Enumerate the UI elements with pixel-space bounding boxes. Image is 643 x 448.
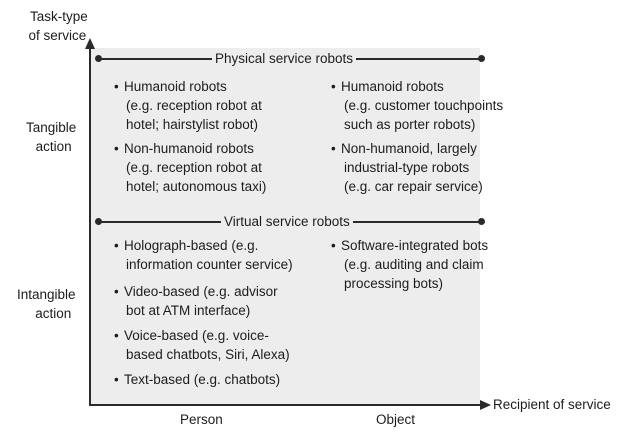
item-title: Text-based (e.g. chatbots) [114,370,280,389]
item-detail: industrial-type robots [344,160,470,175]
item-detail: such as porter robots) [344,117,476,132]
y-label-intangible-line-2: action [35,306,72,321]
list-item: Voice-based (e.g. voice- based chatbots,… [114,326,290,364]
y-label-tangible: Tangible action [26,118,76,156]
item-title: Software-integrated bots [331,236,488,255]
virtual-line-start-dot [95,218,102,225]
item-detail: bot at ATM interface) [126,303,251,318]
x-label-object: Object [376,412,416,427]
y-label-tangible-line-2: action [35,139,72,154]
x-axis-title: Recipient of service [493,397,611,412]
y-label-intangible: Intangible action [17,285,76,323]
x-axis [89,404,482,406]
item-detail: processing bots) [344,276,444,291]
item-title: Non-humanoid, largely [331,139,483,158]
y-axis-title: Task-type of service [28,7,88,45]
item-detail: information counter service) [126,257,293,272]
item-title: Holograph-based (e.g. [114,236,293,255]
item-detail: based chatbots, Siri, Alexa) [126,347,290,362]
virtual-section-label: Virtual service robots [221,214,353,230]
item-title: Humanoid robots [114,77,262,96]
physical-section-label: Physical service robots [212,51,357,67]
item-detail: (e.g. reception robot at [126,160,262,175]
item-detail: hotel; autonomous taxi) [126,179,267,194]
x-label-person: Person [180,412,223,427]
list-item: Humanoid robots (e.g. reception robot at… [114,77,262,134]
item-title: Non-humanoid robots [114,139,266,158]
list-item: Humanoid robots (e.g. customer touchpoin… [331,77,504,134]
list-item: Text-based (e.g. chatbots) [114,370,280,389]
physical-line-start-dot [95,55,102,62]
physical-line-end-dot [478,55,485,62]
y-axis [89,48,91,406]
item-title: Video-based (e.g. advisor [114,282,278,301]
y-label-tangible-line-1: Tangible [26,120,77,135]
y-axis-arrow [85,38,95,49]
item-detail: (e.g. customer touchpoints [344,98,504,113]
y-axis-title-line-2: of service [28,28,87,43]
y-label-intangible-line-1: Intangible [17,287,76,302]
list-item: Non-humanoid robots (e.g. reception robo… [114,139,267,196]
item-detail: (e.g. car repair service) [344,179,483,194]
list-item: Software-integrated bots (e.g. auditing … [331,236,488,293]
item-detail: (e.g. reception robot at [126,98,262,113]
item-title: Humanoid robots [331,77,503,96]
list-item: Non-humanoid, largely industrial-type ro… [331,139,483,196]
item-detail: (e.g. auditing and claim [344,257,484,272]
item-title: Voice-based (e.g. voice- [114,326,290,345]
y-axis-title-line-1: Task-type [30,9,88,24]
list-item: Video-based (e.g. advisor bot at ATM int… [114,282,278,320]
x-axis-arrow [480,400,491,410]
list-item: Holograph-based (e.g. information counte… [114,236,293,274]
item-detail: hotel; hairstylist robot) [126,117,259,132]
virtual-line-end-dot [478,218,485,225]
